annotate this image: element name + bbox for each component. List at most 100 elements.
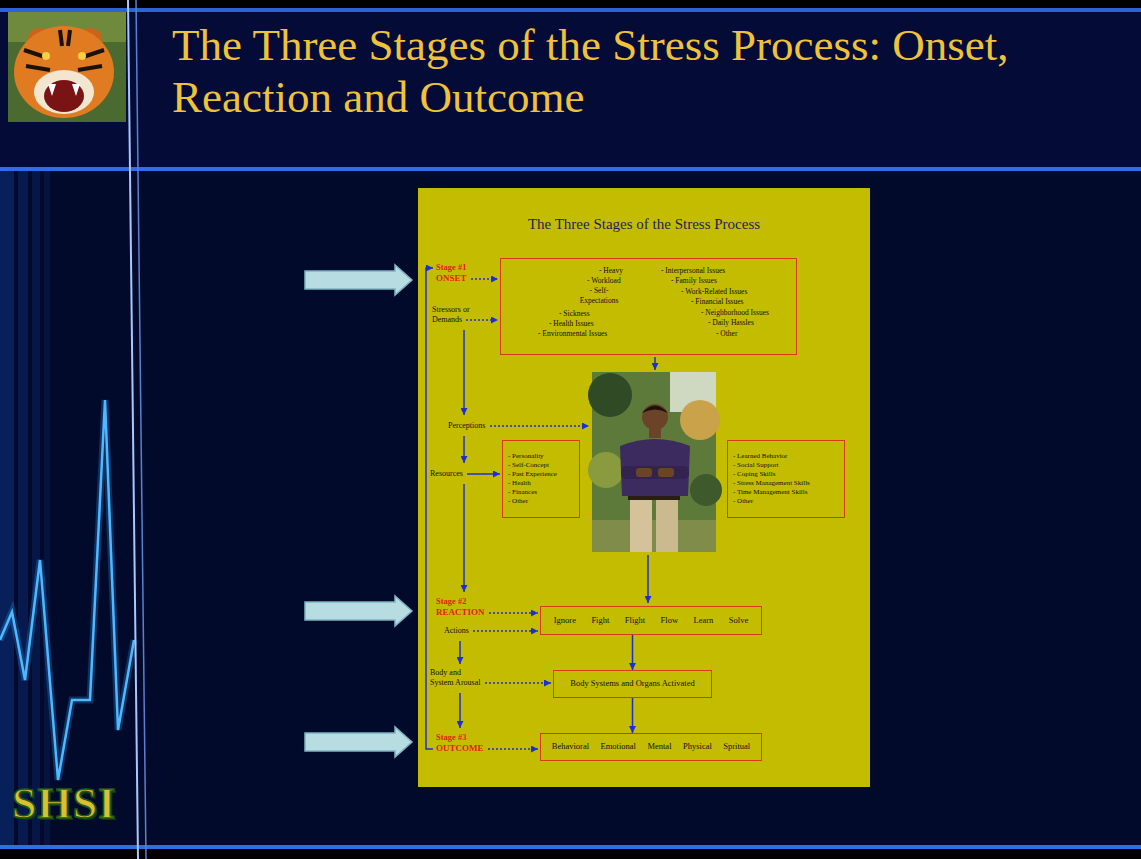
dotted-arrow xyxy=(466,319,498,321)
stage-name: REACTION xyxy=(436,607,485,618)
man-leg xyxy=(630,496,652,552)
box-text: - Financial Issues xyxy=(691,297,744,307)
internal-resource-box: - Personality- Self-Concept- Past Experi… xyxy=(502,440,580,518)
down-arrow xyxy=(459,641,461,664)
box-text: Ignore xyxy=(554,615,576,626)
box-text: Solve xyxy=(729,615,748,626)
box-text: Learn xyxy=(694,615,714,626)
top-line xyxy=(0,8,1141,12)
box-text: - Self-Concept xyxy=(508,461,574,470)
photo-tree xyxy=(588,452,624,488)
box-text: - Time Management Skills xyxy=(733,488,839,497)
photo-ground xyxy=(8,12,126,122)
down-arrow xyxy=(463,330,465,415)
stage-number: Stage #3 xyxy=(436,732,466,743)
stage-name: OUTCOME xyxy=(436,743,484,754)
tiger-eye xyxy=(42,52,50,60)
box-text: Mental xyxy=(647,741,671,752)
man-hand xyxy=(636,468,652,477)
box-text: Spritual xyxy=(723,741,750,752)
panel-title: The Three Stages of the Stress Process xyxy=(418,216,870,233)
tiger-mouth xyxy=(44,80,84,112)
box-text: Emotional xyxy=(601,741,636,752)
box-text: - Sickness xyxy=(559,309,590,319)
row-label: Actions xyxy=(444,626,469,636)
photo-tree xyxy=(680,400,720,440)
box-text: - Social Support xyxy=(733,461,839,470)
down-arrow xyxy=(647,555,649,603)
down-arrow xyxy=(463,436,465,463)
down-arrow xyxy=(459,693,461,728)
dotted-arrow xyxy=(490,425,589,427)
arousal-box: Body Systems and Organs Activated xyxy=(553,670,712,698)
tiger-muzzle xyxy=(34,70,94,114)
box-text: - Self- Expectations xyxy=(573,286,625,306)
top-bar xyxy=(0,0,1141,8)
side-stripe xyxy=(0,171,14,845)
side-stripe xyxy=(44,171,50,845)
box-text: - Neighborhood Issues xyxy=(701,308,769,318)
man-leg xyxy=(656,496,678,552)
box-text: Body Systems and Organs Activated xyxy=(570,678,695,689)
pointer-arrow xyxy=(305,265,412,295)
box-text: - Other xyxy=(716,329,737,339)
flow-connector xyxy=(632,635,634,670)
box-text: Fight xyxy=(591,615,609,626)
pointer-arrow xyxy=(305,727,412,757)
stressor-box: - Heavy- Workload- Self- Expectations - S… xyxy=(500,258,797,355)
dotted-arrow xyxy=(485,682,551,684)
frame-curve xyxy=(136,0,146,859)
box-text: - Daily Hassles xyxy=(708,318,754,328)
box-text: - Learned Behavior xyxy=(733,452,839,461)
row-label: Perceptions xyxy=(448,421,485,431)
man-arms xyxy=(621,466,689,479)
box-text: - Interpersonal Issues xyxy=(661,266,725,276)
stage-number: Stage #2 xyxy=(436,596,466,607)
box-text: Flight xyxy=(625,615,645,626)
man-hair xyxy=(642,406,668,414)
down-arrow xyxy=(654,357,656,370)
dotted-arrow xyxy=(489,612,538,614)
photo-lawn xyxy=(592,520,716,552)
box-text: - Finances xyxy=(508,488,574,497)
header-line xyxy=(0,167,1141,171)
man-hand xyxy=(658,468,674,477)
box-text: - Health xyxy=(508,479,574,488)
bottom-bar xyxy=(0,849,1141,859)
box-text: Behavioral xyxy=(552,741,589,752)
stage-name: ONSET xyxy=(436,273,467,284)
tiger-teeth xyxy=(48,84,80,96)
tiger-eye xyxy=(78,52,86,60)
row-label: Stressors or Demands xyxy=(432,305,480,325)
pointer-arrow xyxy=(305,596,412,626)
heartbeat-line xyxy=(0,400,134,780)
down-arrow xyxy=(463,484,465,592)
panel-drawing xyxy=(426,268,722,749)
side-stripe xyxy=(18,171,28,845)
box-text: - Other xyxy=(733,497,839,506)
man-photo xyxy=(588,372,722,552)
box-text: - Environmental Issues xyxy=(538,329,607,339)
box-text: - Past Experience xyxy=(508,470,574,479)
tiger-photo xyxy=(8,12,126,122)
flow-connector xyxy=(632,698,634,733)
tiger-head xyxy=(14,26,114,118)
outcome-box: BehavioralEmotionalMentalPhysicalSpritua… xyxy=(540,733,762,761)
dotted-arrow xyxy=(488,748,538,750)
header-band xyxy=(0,12,1141,168)
box-text: - Workload xyxy=(587,276,621,286)
reaction-box: Ignore Fight Flight Flow Learn Solve xyxy=(540,606,762,635)
flow-arrows xyxy=(426,268,655,749)
heartbeat-glow xyxy=(0,400,134,780)
box-text: - Family Issues xyxy=(671,276,717,286)
frame-curve xyxy=(128,0,138,859)
row-label: Body and System Arousal xyxy=(430,668,484,688)
box-text: - Heavy xyxy=(599,266,623,276)
side-arrow xyxy=(467,473,500,475)
row-label: Resources xyxy=(430,469,463,479)
photo-tree xyxy=(588,373,632,417)
external-resource-box: - Learned Behavior- Social Support- Copi… xyxy=(727,440,845,518)
box-text: Flow xyxy=(661,615,678,626)
